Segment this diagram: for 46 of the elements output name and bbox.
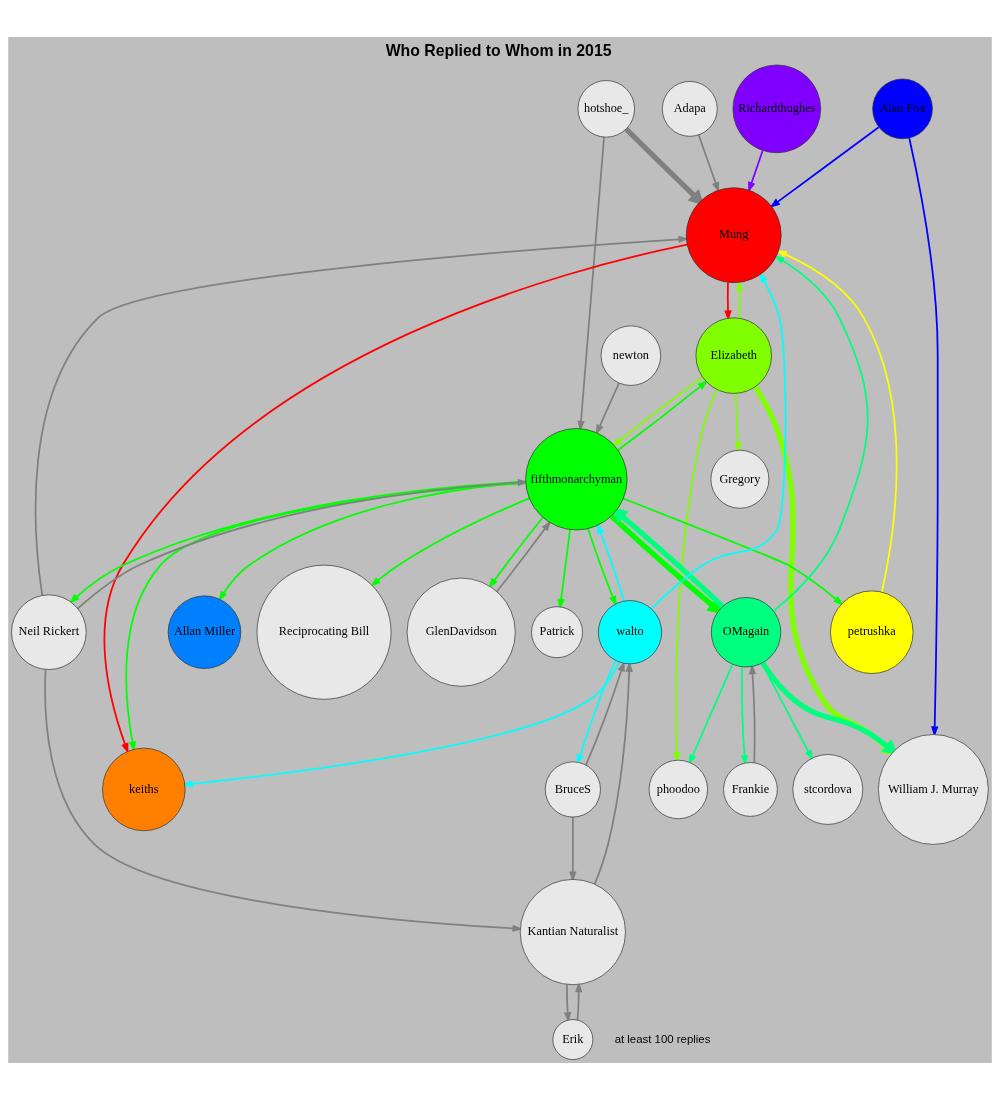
arrow <box>622 497 844 606</box>
caption: at least 100 replies <box>614 1032 711 1045</box>
arrow <box>776 250 898 593</box>
arrow <box>496 520 551 593</box>
node-circle: newton <box>600 325 661 386</box>
node-circle: keiths <box>102 747 186 832</box>
arrow <box>748 149 764 193</box>
arrow <box>734 392 742 453</box>
node-circle: stcordova <box>792 754 864 825</box>
node-circle: Alan Fox <box>872 78 933 140</box>
arrow <box>624 127 705 206</box>
arrow <box>103 243 688 754</box>
node-circle: Allan Miller <box>167 595 242 669</box>
arrow <box>740 665 749 766</box>
arrow <box>724 281 732 321</box>
node-circle: Reciprocating Bill <box>256 564 392 700</box>
arrow <box>182 661 621 788</box>
arrow <box>908 137 939 737</box>
arrow <box>563 983 572 1023</box>
node-circle: Richardthughes <box>732 64 822 154</box>
arrow <box>650 272 787 610</box>
arrow <box>597 523 625 602</box>
node-circle: hotshoe_ <box>577 80 635 138</box>
node-circle: Patrick <box>531 606 583 659</box>
arrow <box>587 527 617 607</box>
arrow <box>218 481 527 602</box>
arrow <box>611 376 704 447</box>
node-circle: Adapa <box>661 81 718 137</box>
node-circle: Gregory <box>710 449 770 509</box>
arrow <box>697 134 720 193</box>
node-circle: BruceS <box>544 761 601 818</box>
arrow <box>488 516 544 589</box>
node-circle: phoodoo <box>648 759 708 820</box>
node-circle: Kantian Naturalist <box>519 879 626 986</box>
arrow <box>673 388 718 763</box>
node-circle: Frankie <box>723 762 778 817</box>
arrow <box>769 126 880 208</box>
arrow <box>617 380 709 452</box>
node-circle: OMagain <box>710 597 782 668</box>
arrow <box>593 661 633 886</box>
node-circle: walto <box>598 600 662 665</box>
arrow <box>370 497 531 587</box>
arrow <box>576 659 617 765</box>
diagram-title: Who Replied to Whom in 2015 <box>385 41 612 59</box>
node-circle: Erik <box>552 1019 594 1060</box>
arrow <box>772 255 869 612</box>
